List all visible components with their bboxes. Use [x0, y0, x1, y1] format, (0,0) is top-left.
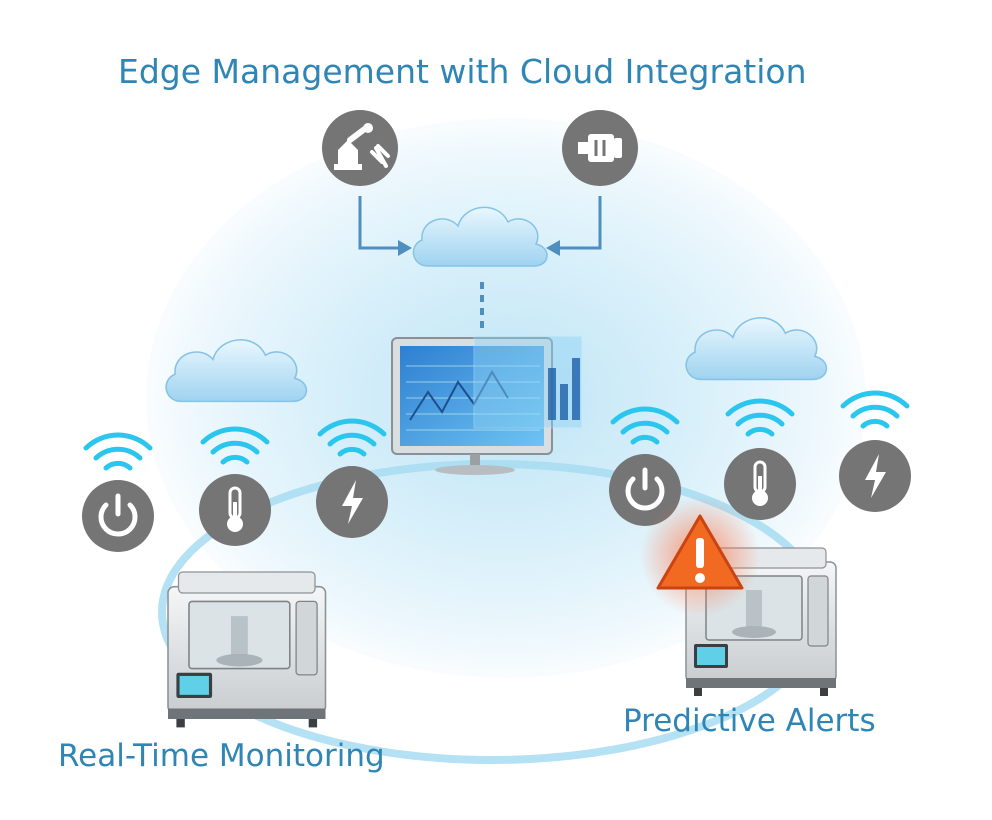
label-predictive-alerts: Predictive Alerts — [623, 703, 876, 739]
robot-arm-wrench-icon — [322, 110, 398, 186]
label-real-time-monitoring: Real-Time Monitoring — [58, 738, 385, 774]
monitor-dashboard — [391, 335, 583, 475]
warning-triangle-icon — [640, 496, 760, 616]
thermometer-icon — [197, 472, 273, 548]
lightning-bolt-icon — [839, 440, 911, 512]
central-cloud — [412, 206, 548, 267]
wifi-signal-icon — [320, 421, 384, 454]
wifi-signal-icon — [86, 435, 150, 468]
right-cloud — [685, 317, 828, 381]
connector-left — [358, 196, 412, 256]
wifi-signal-icon — [728, 401, 792, 434]
machine-left — [167, 571, 327, 729]
motor-icon — [562, 110, 638, 186]
connector-right — [546, 196, 602, 256]
wifi-signal-icon — [613, 409, 677, 442]
diagram-title: Edge Management with Cloud Integration — [118, 52, 807, 91]
lightning-bolt-icon — [316, 466, 388, 538]
wifi-signal-icon — [203, 429, 267, 462]
power-icon — [82, 480, 154, 552]
wifi-signal-icon — [843, 393, 907, 426]
left-cloud — [165, 339, 308, 403]
